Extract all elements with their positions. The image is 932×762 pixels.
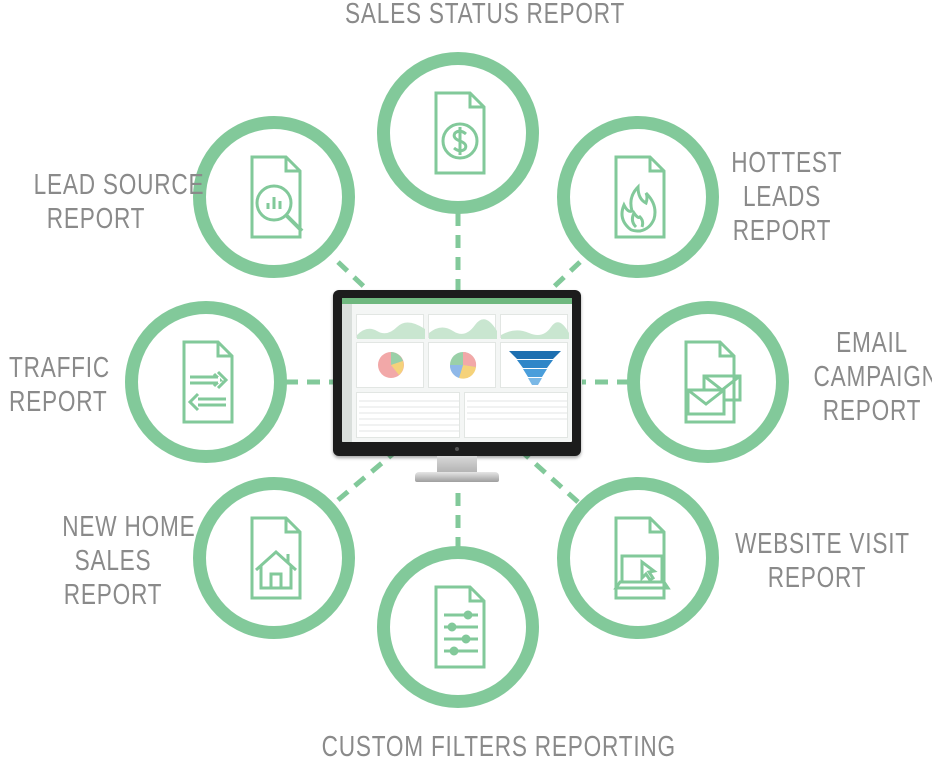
dashboard-sidebar	[342, 304, 352, 442]
envelopes-doc-icon	[684, 340, 742, 424]
node-email-campaign	[627, 301, 789, 463]
label-email-campaign: EMAIL CAMPAIGN REPORT	[813, 327, 932, 427]
label-lead-source: LEAD SOURCE REPORT	[33, 169, 205, 235]
dashboard-table-card	[356, 392, 460, 438]
node-lead-source	[193, 116, 355, 278]
node-hottest-leads	[557, 116, 719, 278]
dashboard-screen	[342, 298, 572, 442]
dashboard-card	[500, 314, 569, 339]
dashboard-funnel-card	[500, 342, 568, 388]
dashboard-topbar	[342, 298, 572, 304]
arrows-doc-icon	[182, 340, 234, 424]
label-website-visit: WEBSITE VISIT REPORT	[735, 528, 910, 594]
connector-new-home-sales	[336, 450, 397, 502]
monitor-stand	[437, 456, 477, 474]
flame-doc-icon	[614, 155, 666, 239]
sliders-doc-icon	[434, 585, 486, 669]
dashboard-card	[356, 314, 425, 339]
monitor-base	[415, 472, 499, 482]
connector-website-visit	[518, 448, 580, 504]
node-website-visit	[557, 477, 719, 639]
label-custom-filters: CUSTOM FILTERS REPORTING	[321, 731, 676, 762]
dashboard-table-card	[464, 392, 568, 438]
node-sales-status	[377, 52, 539, 214]
magnifier-chart-doc-icon	[250, 155, 304, 239]
dollar-doc-icon	[434, 91, 486, 175]
laptop-cursor-doc-icon	[613, 516, 671, 600]
node-new-home-sales	[193, 477, 355, 639]
monitor-bezel	[333, 290, 581, 456]
label-new-home-sales: NEW HOME SALES REPORT	[62, 511, 196, 611]
monitor-dashboard-icon	[333, 290, 581, 485]
label-sales-status: SALES STATUS REPORT	[345, 0, 626, 30]
label-hottest-leads: HOTTEST LEADS REPORT	[731, 147, 843, 247]
monitor-logo	[455, 447, 459, 451]
dashboard-pie-card	[428, 342, 496, 388]
dashboard-pie-card	[356, 342, 424, 388]
node-custom-filters	[377, 546, 539, 708]
label-traffic: TRAFFIC REPORT	[9, 352, 110, 418]
node-traffic	[125, 301, 287, 463]
dashboard-card	[428, 314, 497, 339]
house-doc-icon	[250, 516, 302, 600]
